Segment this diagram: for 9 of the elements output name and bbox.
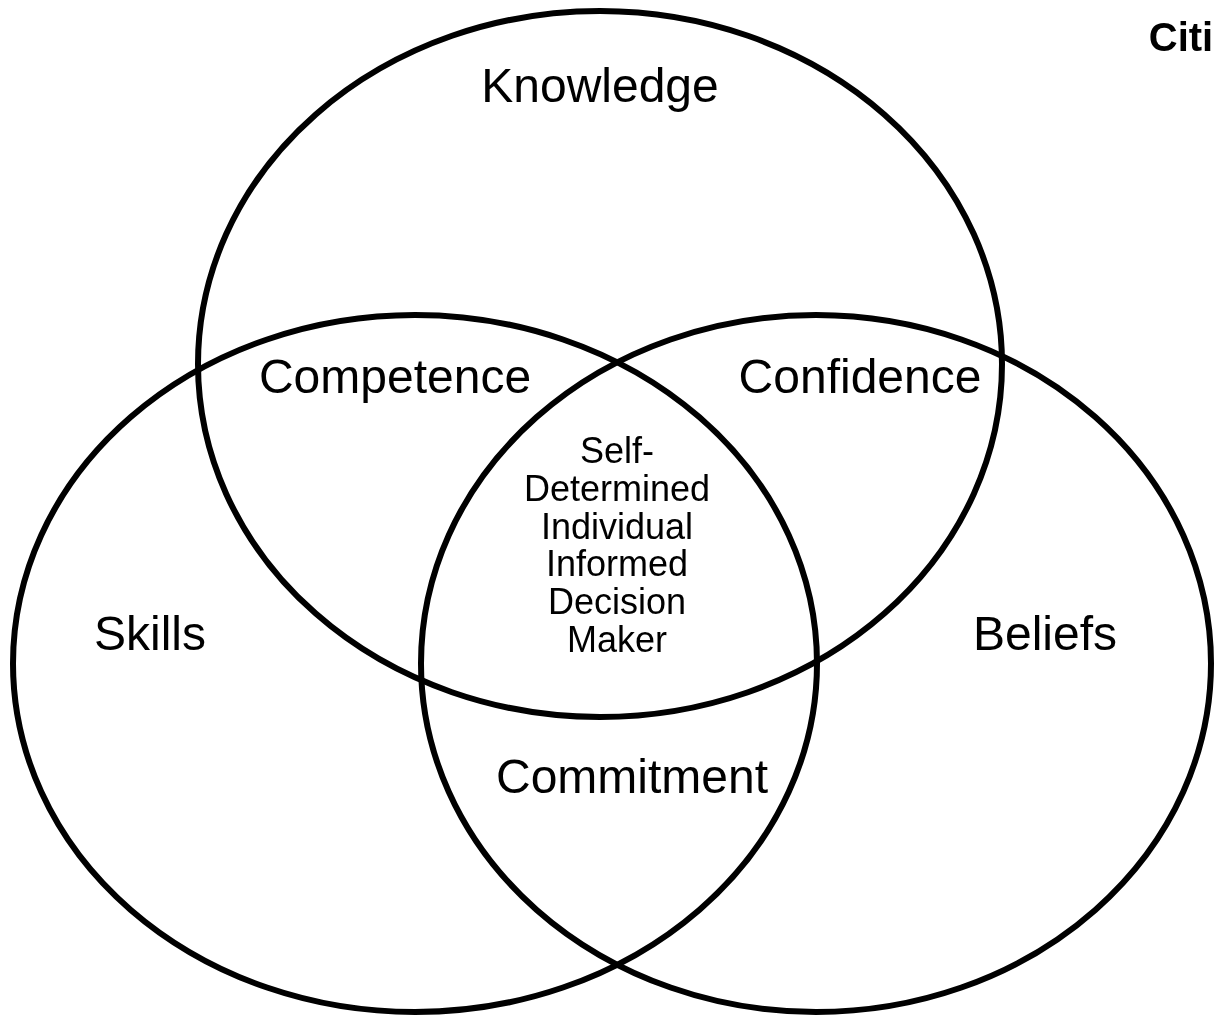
region-label: Competence <box>257 352 533 403</box>
heading-text: Citi <box>1147 16 1215 58</box>
region-label: Commitment <box>494 752 769 803</box>
region-label: Self-Determined Individual <box>522 432 712 546</box>
circle-label: Knowledge <box>481 60 719 113</box>
circle-label: Skills <box>94 608 206 661</box>
region-label: Informed Decision Maker <box>544 545 690 659</box>
circle-label: Beliefs <box>972 608 1118 661</box>
region-label: Confidence <box>737 352 983 403</box>
